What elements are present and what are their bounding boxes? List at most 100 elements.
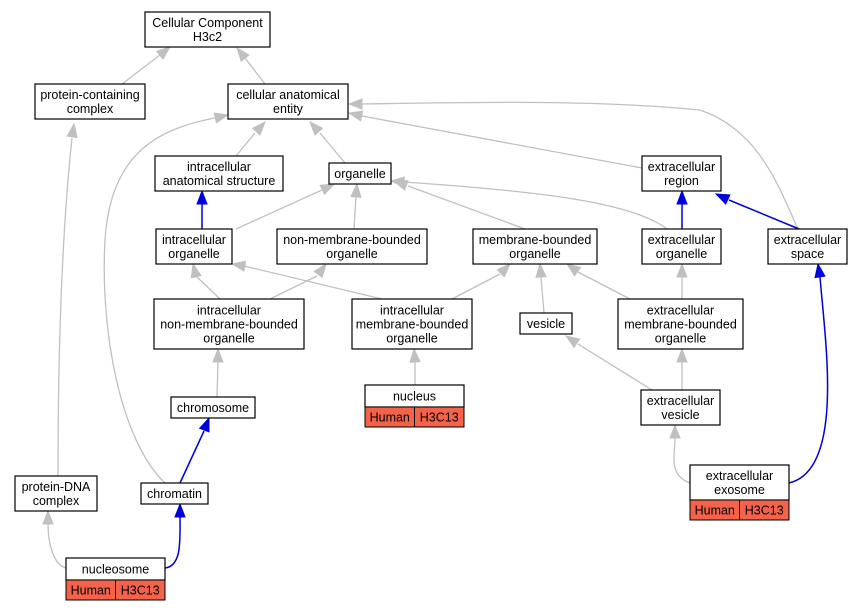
node-label-line: organelle [656, 247, 707, 261]
node-label-line: extracellular [647, 304, 714, 318]
node-label-line: extracellular [647, 394, 714, 408]
edge-arrowhead-e24 [212, 347, 224, 363]
edge-arrowhead-e8 [213, 112, 230, 124]
node-box [227, 83, 349, 120]
edge-line-e29 [164, 516, 181, 569]
node-box [689, 464, 790, 501]
node-intracellular-non-membrane-bounded-organelle[interactable]: intracellularnon-membrane-boundedorganel… [153, 298, 305, 350]
node-label-line: organelle [655, 332, 706, 346]
node-label-line: entity [273, 102, 304, 116]
node-box [140, 482, 209, 505]
node-label-line: complex [33, 494, 80, 508]
edge-line-e30 [673, 436, 691, 484]
node-box [154, 155, 284, 192]
node-box [767, 228, 848, 265]
edge-line-e12 [403, 181, 668, 230]
node-box [328, 162, 392, 185]
node-label-line: cellular anatomical [236, 88, 340, 102]
edge-line-e20 [540, 276, 545, 314]
edge-line-e28 [47, 523, 67, 569]
edge-line-e8 [103, 117, 216, 484]
edge-arrowhead-e29 [174, 502, 186, 518]
edge-line-e9 [235, 189, 323, 230]
edge-line-e25 [577, 343, 653, 391]
node-label-line: complex [67, 102, 114, 116]
node-label-line: extracellular [774, 233, 841, 247]
annotation-species: Human [695, 504, 735, 518]
annotation-species: Human [71, 584, 111, 598]
node-box [351, 298, 473, 350]
edge-line-e11 [407, 185, 526, 230]
edge-line-e10 [353, 195, 357, 230]
node-box [641, 155, 722, 192]
node-label-line: organelle [509, 247, 560, 261]
edge-arrowhead-e27 [198, 416, 210, 433]
node-label-line: protein-DNA [22, 480, 91, 494]
edge-line-e7 [361, 101, 799, 230]
edge-arrowhead-e30 [669, 423, 681, 439]
node-label-line: extracellular [648, 233, 715, 247]
edge-arrowhead-e20 [535, 262, 547, 278]
node-label-line: membrane-bounded [356, 318, 469, 332]
node-label-line: chromatin [147, 487, 202, 501]
node-label-line: extracellular [706, 469, 773, 483]
edge-arrowhead-e22 [676, 262, 688, 278]
edge-line-e18 [243, 265, 383, 300]
edge-line-e4 [235, 132, 256, 157]
edge-arrowhead-e12 [389, 176, 405, 188]
node-organelle[interactable]: organelle [328, 162, 392, 185]
edge-line-e17 [269, 275, 318, 300]
node-box [641, 228, 722, 265]
edge-arrowhead-e31 [814, 262, 826, 279]
edge-arrowhead-e1 [155, 46, 172, 60]
annotation-species: Human [370, 411, 410, 425]
annotation-gene: H3C13 [121, 584, 160, 598]
edge-arrowhead-e7 [347, 98, 363, 110]
node-label-line: nucleus [393, 390, 436, 404]
edge-arrowhead-e19 [496, 263, 511, 278]
edge-arrowhead-e15 [714, 193, 731, 205]
node-vesicle[interactable]: vesicle [519, 312, 573, 335]
node-box [640, 389, 721, 426]
annotation-cell [739, 499, 790, 521]
edge-arrowhead-e10 [350, 182, 362, 198]
node-chromosome[interactable]: chromosome [170, 396, 256, 419]
node-chromatin[interactable]: chromatin [140, 482, 209, 505]
node-label-line: organelle [326, 247, 377, 261]
node-label-line: organelle [168, 247, 219, 261]
node-label-line: organelle [334, 167, 385, 181]
node-label-line: extracellular [648, 160, 715, 174]
node-label-line: organelle [203, 332, 254, 346]
edge-line-e15 [728, 199, 800, 230]
edge-arrowhead-e26 [676, 347, 688, 363]
node-label-line: membrane-bounded [479, 233, 592, 247]
node-label-line: non-membrane-bounded [160, 318, 298, 332]
annotation-cell [414, 406, 465, 428]
edge-arrowhead-e2 [236, 46, 250, 63]
edge-arrowhead-e14 [676, 189, 688, 205]
edge-line-e19 [451, 273, 501, 300]
edge-arrowhead-e6 [347, 110, 364, 122]
edge-line-e3 [57, 137, 73, 477]
edge-line-e16 [195, 275, 221, 300]
node-box [155, 228, 233, 265]
